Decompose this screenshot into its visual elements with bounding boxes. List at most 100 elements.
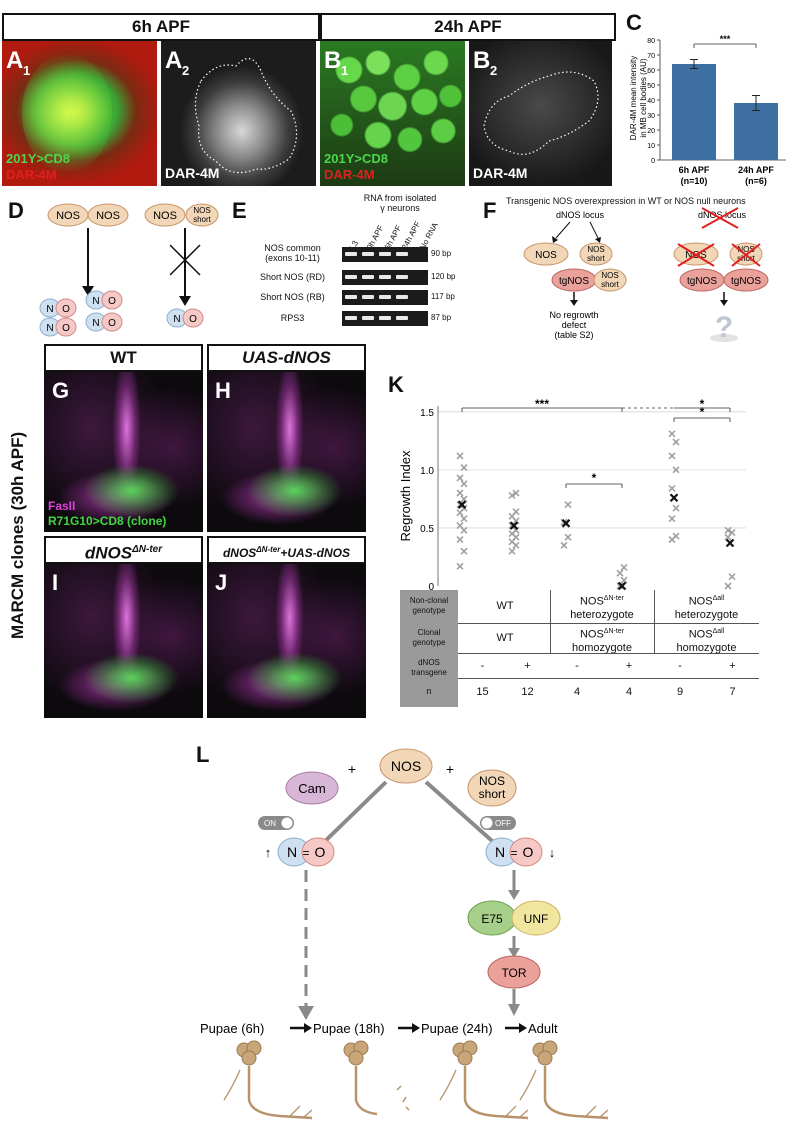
k-data-point <box>672 532 680 540</box>
k-wt-clonal: WT <box>496 632 514 644</box>
e-title-line2: γ neurons <box>380 203 420 213</box>
gel-band <box>396 252 408 256</box>
c-ylabel-line2: in MB cell bodies (AU) <box>639 58 648 137</box>
neuron-cartoon <box>343 1040 410 1116</box>
l-plus-2: + <box>446 761 454 777</box>
d-nos-1: NOS <box>56 210 80 222</box>
svg-text:O: O <box>108 318 116 329</box>
k-ytick: 1.0 <box>420 466 434 477</box>
l-plus-1: + <box>348 761 356 777</box>
gel-row-label: RPS3 <box>280 313 305 323</box>
svg-text:N: N <box>92 296 99 307</box>
panel-label-a2: A <box>165 47 183 74</box>
gel-band <box>345 275 357 279</box>
c-ytick: 40 <box>647 98 655 105</box>
up-arrow-icon: ↑ <box>265 845 272 860</box>
panel-label-h: H <box>215 378 231 403</box>
g-fasii-label: FasII <box>48 499 76 513</box>
svg-text:N: N <box>495 844 505 860</box>
f-nos-short-left-1: NOS <box>587 245 604 254</box>
gel-band <box>396 295 408 299</box>
label-dar-b2: DAR-4M <box>473 165 528 181</box>
l-stage-label: Pupae (6h) <box>200 1021 264 1036</box>
k-ytick: 0.5 <box>420 524 434 535</box>
k-data-point <box>672 504 680 512</box>
k-data-point <box>512 489 520 497</box>
l-on-toggle: ON <box>258 816 294 830</box>
k-mean-marker <box>725 538 735 548</box>
i-title-sup: ΔN-ter <box>132 544 163 555</box>
c-ytick: 20 <box>647 128 655 135</box>
k-mean-marker <box>561 519 571 528</box>
k-sig-2: * <box>700 397 705 411</box>
panel-label-k: K <box>388 372 404 397</box>
marcm-side-label: MARCM clones (30h APF) <box>8 432 32 639</box>
svg-text:O: O <box>523 844 534 860</box>
c-ytick: 80 <box>647 38 655 45</box>
l-e75: E75 <box>481 912 503 926</box>
gel-band <box>396 316 408 320</box>
right-arrow-icon <box>519 1023 527 1033</box>
k-ytick: 0 <box>428 582 434 593</box>
k-data-point <box>508 491 516 499</box>
time-label-24h: 24h APF <box>320 13 616 41</box>
gel-band <box>379 252 391 256</box>
k-n-cell: 9 <box>676 686 684 698</box>
f-locus-left: dNOS locus <box>556 210 605 220</box>
d-nos-2: NOS <box>96 210 120 222</box>
d-no-molecule-5: N O <box>166 308 204 328</box>
k-n-cell: 12 <box>521 686 534 698</box>
panel-subscript-b2: 2 <box>490 63 498 78</box>
svg-text:=: = <box>510 846 517 860</box>
marcm-side-label-text: MARCM clones (30h APF) <box>8 431 27 639</box>
k-transgene-cell: - <box>480 660 485 672</box>
panel-label-b2: B <box>473 47 491 74</box>
c-ytick: 10 <box>647 143 655 150</box>
k-n-cell: 4 <box>573 686 581 698</box>
down-arrow-icon: ↓ <box>549 845 556 860</box>
k-row4-header: n <box>426 686 432 696</box>
panel-label-a1: A <box>6 47 24 74</box>
c-bar <box>734 103 778 160</box>
scatter-chart-k: Regrowth Index 00.51.01.5 *** * * * <box>398 397 746 593</box>
panel-label-b1: B <box>324 47 342 74</box>
gel-row-image <box>342 247 428 262</box>
k-transgene-cell: + <box>729 660 736 672</box>
question-mark-icon: ? <box>710 311 738 344</box>
d-nos-short-1: NOS <box>193 206 210 215</box>
k-n-cell: 7 <box>729 686 736 698</box>
h-title-box: UAS-dNOS <box>207 344 366 372</box>
gel-band-size: 90 bp <box>431 249 452 258</box>
k-data-point <box>724 526 732 534</box>
gel-band <box>345 252 357 256</box>
k-sig-4: * <box>592 471 597 485</box>
panel-label-f: F <box>483 198 497 223</box>
l-stage-label: Pupae (18h) <box>313 1021 385 1036</box>
svg-text:N: N <box>92 318 99 329</box>
f-title: Transgenic NOS overexpression in WT or N… <box>506 196 746 206</box>
l-nos: NOS <box>391 758 421 774</box>
k-data-point <box>460 547 468 555</box>
c-significance: *** <box>720 34 731 44</box>
k-transgene-cell: + <box>625 660 633 672</box>
micrograph-i: dNOSΔN-ter I <box>44 536 203 718</box>
k-n-cell: 4 <box>625 686 633 698</box>
bar-chart-c: DAR-4M mean intensity in MB cell bodies … <box>629 34 786 186</box>
j-title-sup: ΔN-ter <box>256 545 281 554</box>
f-tgnos-right-2: tgNOS <box>731 276 761 287</box>
neuron-cartoon <box>223 1040 313 1120</box>
j-title-a: dNOS <box>222 546 257 560</box>
gel-row-label: Short NOS (RD) <box>259 272 325 282</box>
c-ytick: 70 <box>647 53 655 60</box>
k-data-point <box>460 515 468 523</box>
k-transgene-cell: - <box>678 660 682 672</box>
outline-b2 <box>483 71 599 155</box>
label-dar-red-a1: DAR-4M <box>6 167 57 182</box>
gel-row-label: Short NOS (RB) <box>260 292 325 302</box>
svg-text:?: ? <box>715 311 733 344</box>
k-data-point <box>668 484 676 493</box>
micrograph-b1: B 1 201Y>CD8 DAR-4M <box>320 41 465 186</box>
panel-label-g: G <box>52 378 70 403</box>
